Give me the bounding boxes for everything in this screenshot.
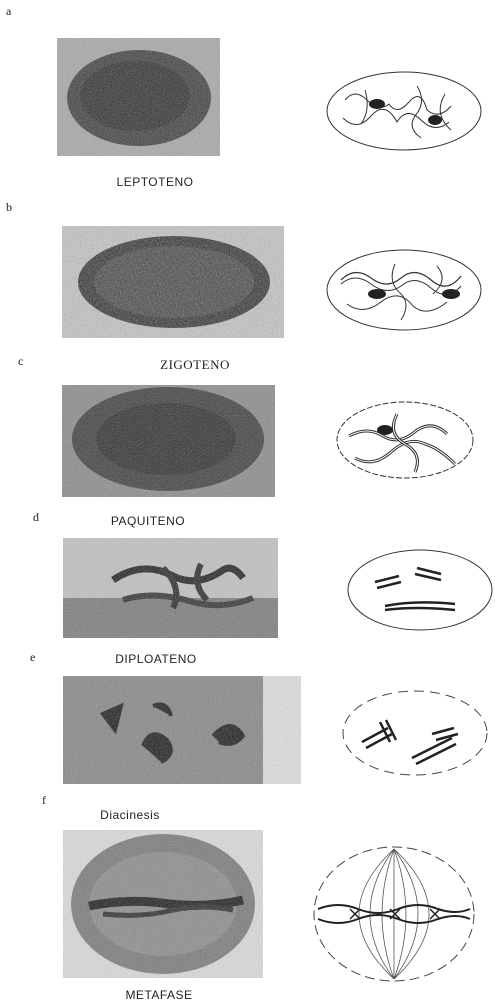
stage-label-metafase: METAFASE bbox=[104, 988, 214, 1002]
micrograph-zigoteno bbox=[62, 226, 284, 338]
panel-letter-d: d bbox=[33, 510, 39, 525]
sketch-leptoteno bbox=[325, 70, 483, 152]
sketch-diploateno bbox=[345, 548, 495, 632]
panel-letter-c: c bbox=[18, 354, 23, 369]
stage-label-diacinesis: Diacinesis bbox=[80, 808, 180, 822]
stage-label-leptoteno: LEPTOTENO bbox=[100, 175, 210, 189]
micrograph-metafase bbox=[63, 830, 263, 978]
panel-letter-f: f bbox=[42, 793, 46, 808]
panel-letter-b: b bbox=[6, 200, 12, 215]
sketch-paquiteno bbox=[335, 400, 475, 480]
sketch-metafase bbox=[310, 843, 478, 985]
panel-letter-e: e bbox=[30, 650, 35, 665]
micrograph-diacinesis bbox=[63, 676, 301, 784]
micrograph-diploateno bbox=[63, 538, 278, 638]
sketch-diacinesis bbox=[340, 688, 490, 778]
stage-label-zigoteno: ZIGOTENO bbox=[140, 357, 250, 373]
stage-label-paquiteno: PAQUITENO bbox=[88, 514, 208, 528]
panel-letter-a: a bbox=[6, 4, 11, 19]
micrograph-paquiteno bbox=[62, 385, 275, 497]
stage-label-diploateno: DIPLOATENO bbox=[96, 652, 216, 666]
sketch-zigoteno bbox=[325, 248, 483, 332]
micrograph-leptoteno bbox=[57, 38, 220, 156]
